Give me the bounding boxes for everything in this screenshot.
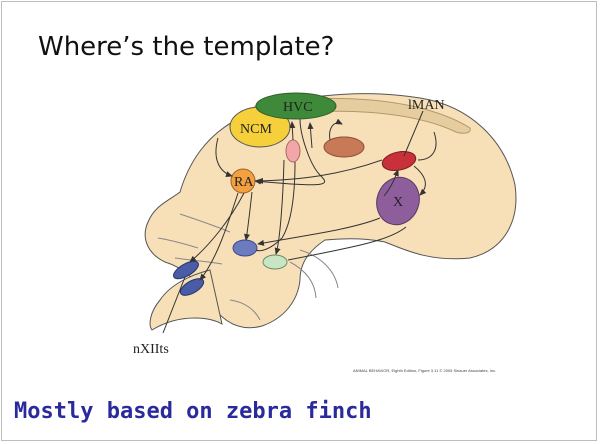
label-lman: lMAN — [408, 98, 445, 113]
blue-nucleus — [233, 240, 257, 256]
pink-nucleus — [286, 140, 300, 162]
slide-caption: Mostly based on zebra finch — [14, 399, 372, 424]
green-nucleus — [263, 255, 287, 269]
label-ra: RA — [234, 175, 254, 190]
label-ncm: NCM — [240, 122, 272, 137]
label-x: X — [393, 195, 403, 210]
figure-credit: ANIMAL BEHAVIOR, Eighth Edition, Figure … — [353, 368, 496, 373]
label-hvc: HVC — [283, 100, 313, 115]
brainstem — [150, 270, 222, 330]
label-nxiits: nXIIts — [133, 342, 169, 357]
